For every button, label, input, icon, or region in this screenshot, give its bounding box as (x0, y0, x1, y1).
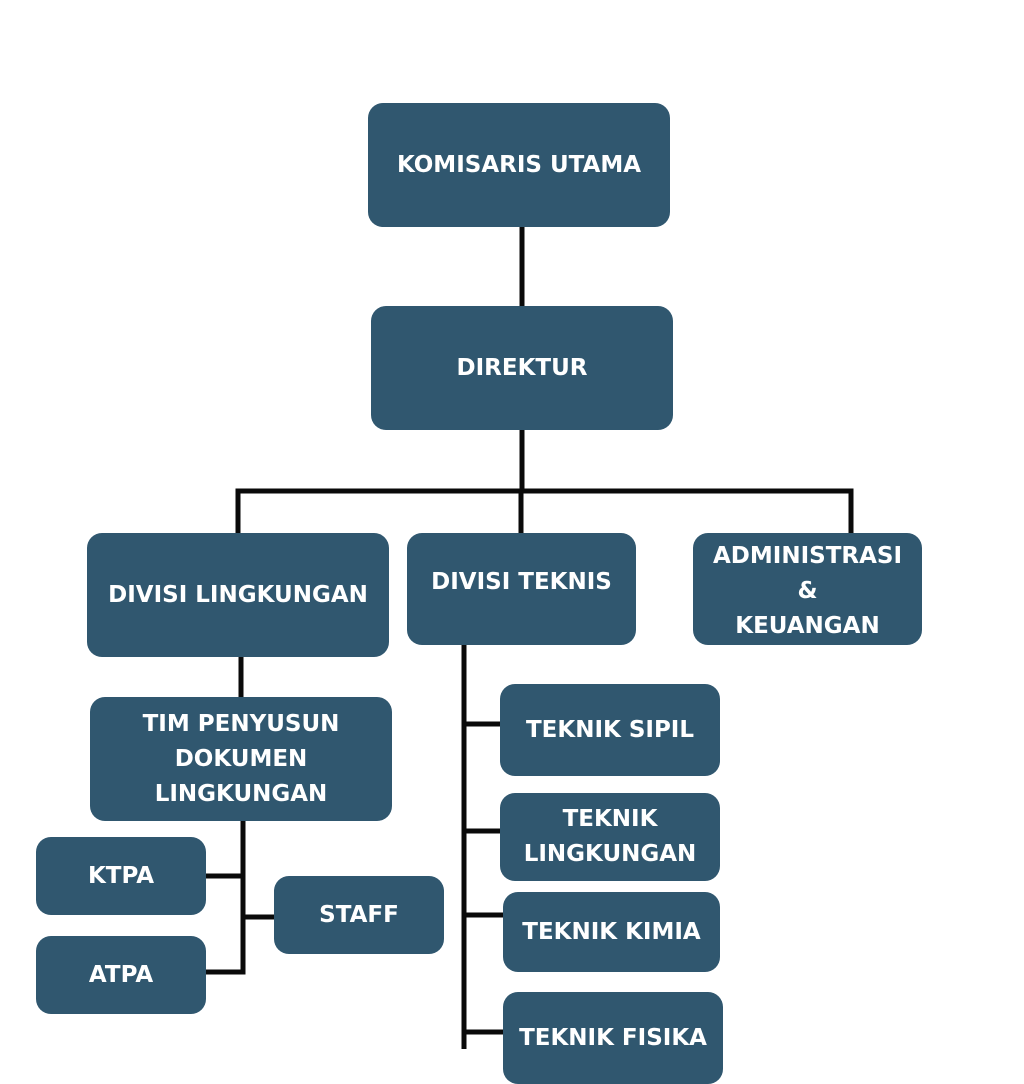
node-teknik-sipil: TEKNIK SIPIL (500, 684, 720, 776)
connector-division-bus (235, 488, 854, 536)
node-label: TEKNIK SIPIL (525, 716, 695, 743)
node-divisi-teknis: DIVISI TEKNIS (407, 533, 636, 645)
node-teknik-lingkungan: TEKNIK LINGKUNGAN (500, 793, 720, 881)
node-ktpa: KTPA (36, 837, 206, 915)
node-tim-penyusun-dokumen: TIM PENYUSUN DOKUMEN LINGKUNGAN (90, 697, 392, 821)
node-staff: STAFF (274, 876, 444, 954)
node-administrasi-keuangan: ADMINISTRASI & KEUANGAN (693, 533, 922, 645)
node-label: TEKNIK LINGKUNGAN (523, 806, 697, 867)
node-komisaris-utama: KOMISARIS UTAMA (368, 103, 670, 227)
node-label: ADMINISTRASI & KEUANGAN (712, 542, 903, 639)
node-teknik-kimia: TEKNIK KIMIA (503, 892, 720, 972)
node-label: STAFF (319, 901, 399, 928)
node-label: DIVISI LINGKUNGAN (108, 581, 368, 608)
node-label: TIM PENYUSUN DOKUMEN LINGKUNGAN (142, 710, 340, 807)
node-atpa: ATPA (36, 936, 206, 1014)
connector-lines (203, 224, 854, 1049)
node-label: DIVISI TEKNIS (431, 568, 612, 595)
node-label: TEKNIK FISIKA (519, 1024, 707, 1051)
node-label: KOMISARIS UTAMA (396, 151, 642, 178)
node-direktur: DIREKTUR (371, 306, 673, 430)
node-divisi-lingkungan: DIVISI LINGKUNGAN (87, 533, 389, 657)
connector-tim-trunk (203, 818, 246, 975)
node-label: KTPA (87, 862, 155, 889)
node-teknik-fisika: TEKNIK FISIKA (503, 992, 723, 1084)
node-label: DIREKTUR (456, 354, 588, 381)
node-label: TEKNIK KIMIA (522, 918, 701, 945)
node-label: ATPA (88, 961, 154, 988)
